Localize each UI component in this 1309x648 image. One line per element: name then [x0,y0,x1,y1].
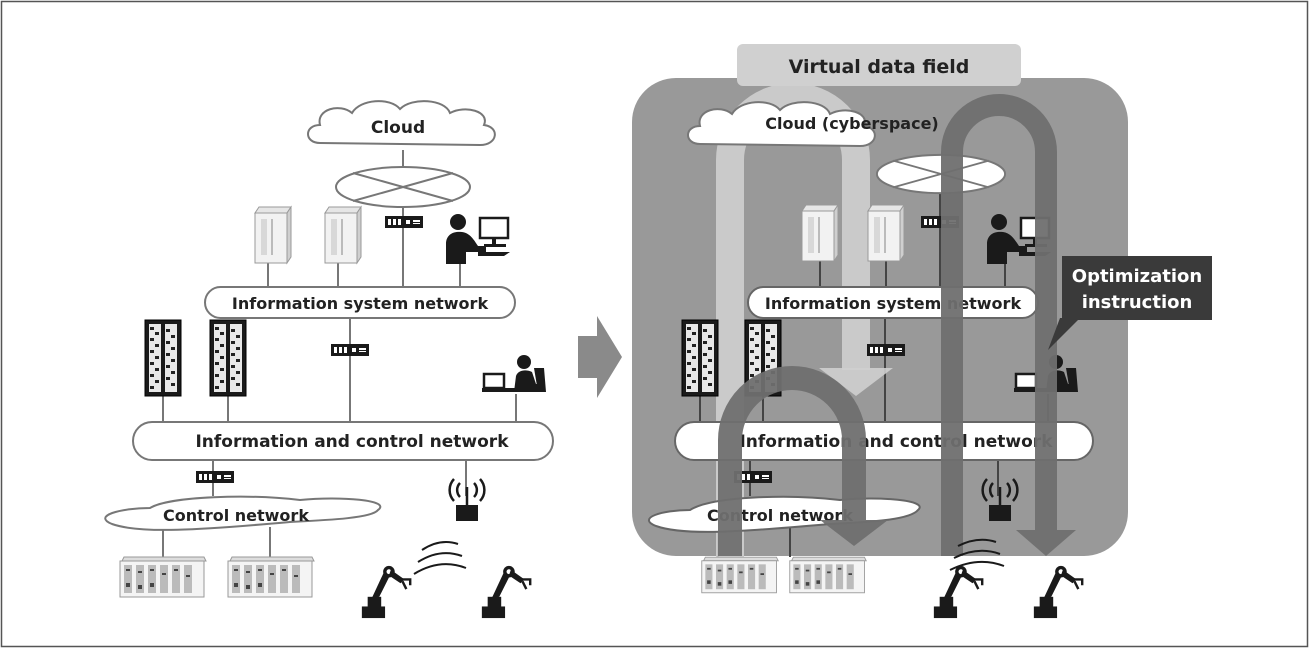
controller-icon [789,556,867,594]
left-diagram: Cloud Information system network Informa… [104,100,554,620]
callout-line-2: instruction [1082,292,1193,313]
virtual-data-field-tab [737,44,1021,86]
transition-arrow-icon [578,316,622,398]
control-network-shape [104,495,382,531]
rack-icon [681,319,719,397]
cloud-label: Cloud [371,118,425,138]
rack-icon [144,319,182,397]
router-icon [335,166,471,208]
server-icon [801,204,839,262]
switch-icon [385,216,423,228]
info-control-network-label: Information and control network [195,432,509,452]
callout-box [1062,256,1212,320]
dark-data-flow-arrow-small [718,366,866,556]
switch-icon [196,471,234,483]
server-icon [254,206,292,264]
server-icon [867,204,905,262]
info-control-network-label: Information and control network [739,432,1053,452]
virtual-data-field-label: Virtual data field [789,56,970,78]
info-control-network-bar [674,421,1094,461]
callout-line-1: Optimization [1072,266,1202,287]
right-diagram: Virtual data field Cloud (cyberspace) [632,44,1128,620]
optimization-callout: Optimization instruction [1048,256,1212,350]
callout-pointer [1048,318,1080,350]
controller-icon [119,556,207,598]
info-system-network-label: Information system network [232,294,489,313]
dark-data-flow-arrow-tall [941,94,1057,556]
wireless-waves [949,538,1005,571]
switch-icon [331,344,369,356]
cloud-cyberspace-label: Cloud (cyberspace) [765,114,938,133]
switch-icon [867,344,905,356]
info-system-network-label: Information system network [765,294,1022,313]
controller-icon [227,556,315,598]
wireless-waves [413,541,467,575]
rack-icon [209,319,247,397]
server-icon [324,206,362,264]
dark-arrow-head-icon [1016,530,1076,556]
control-network-label: Control network [707,506,853,525]
light-arrow-head-icon [819,368,893,396]
controller-icon [701,556,779,594]
control-network-label: Control network [163,506,309,525]
info-system-network-bar [204,286,516,319]
dark-arrow-head-icon [820,520,888,546]
info-control-network-bar [132,421,554,461]
